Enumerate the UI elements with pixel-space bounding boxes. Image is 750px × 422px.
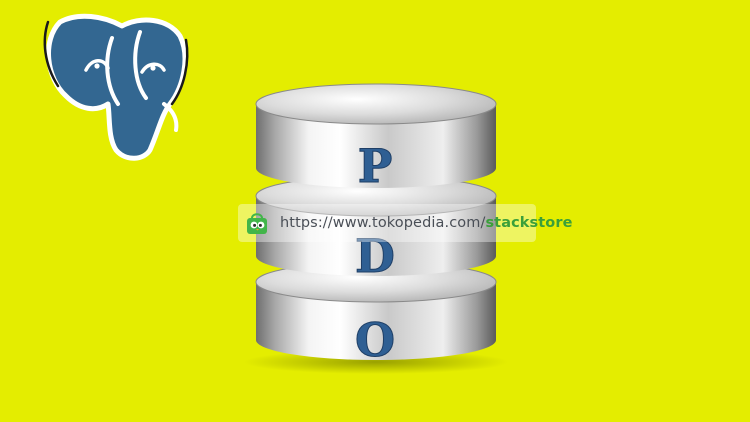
letter-d: D <box>355 229 395 283</box>
postgresql-elephant-icon <box>43 13 189 161</box>
letter-o: O <box>355 313 395 367</box>
watermark-bar: https://www.tokopedia.com/stackstore <box>238 204 572 242</box>
watermark-url-handle: stackstore <box>485 215 573 231</box>
shopping-bag-icon <box>247 213 267 234</box>
database-disk-middle <box>255 175 497 276</box>
watermark-url-base: https://www.tokopedia.com/ <box>280 215 486 231</box>
database-disk-top <box>255 83 497 188</box>
letter-p: P <box>358 139 393 193</box>
watermark-url[interactable]: https://www.tokopedia.com/stackstore <box>280 215 573 231</box>
